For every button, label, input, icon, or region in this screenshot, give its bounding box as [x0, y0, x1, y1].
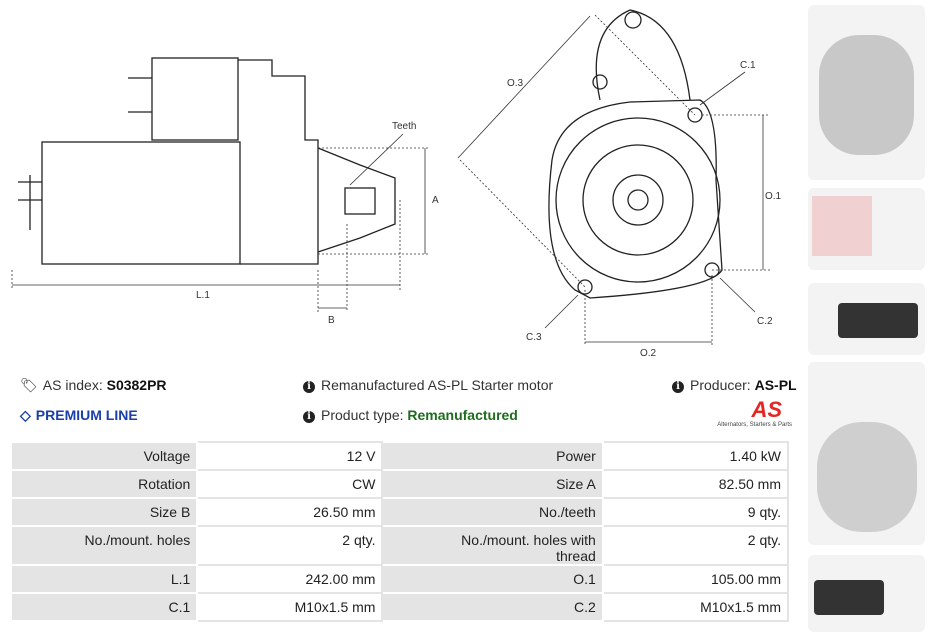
premium-line-badge[interactable]: ◇PREMIUM LINE [20, 407, 138, 423]
spec-label: Rotation [9, 469, 199, 499]
product-photo-side[interactable] [808, 283, 925, 355]
tag-icon: 🏷︎ [20, 377, 38, 393]
product-photo-side-2[interactable] [808, 555, 925, 632]
spec-value: M10x1.5 mm [601, 592, 790, 622]
label-c2: C.2 [757, 316, 773, 327]
technical-drawing: Teeth A L.1 B O.3 C.1 O.1 C.2 C.3 O.2 [11, 9, 782, 359]
label-o1: O.1 [765, 191, 782, 202]
spec-value: 2 qty. [196, 525, 384, 566]
label-o2: O.2 [640, 348, 657, 359]
product-photo-box[interactable] [808, 188, 925, 270]
spec-label: No./mount. holes with thread [381, 525, 604, 566]
spec-label: C.1 [9, 592, 199, 622]
info-icon: i [303, 381, 315, 393]
producer-value: AS-PL [754, 377, 797, 393]
spec-value: 1.40 kW [601, 441, 790, 471]
label-teeth: Teeth [392, 121, 416, 132]
spec-label: Voltage [9, 441, 199, 471]
side-view-drawing [18, 57, 396, 265]
spec-value: 2 qty. [601, 525, 790, 566]
label-b: B [328, 315, 335, 326]
as-pl-logo[interactable]: AS Alternators, Starters & Parts [717, 397, 792, 429]
product-photo-flange[interactable] [808, 362, 925, 545]
info-icon: i [303, 411, 315, 423]
spec-label: Size B [9, 497, 199, 527]
spec-label: L.1 [9, 564, 199, 594]
product-photo-front[interactable] [808, 5, 925, 180]
info-icon: i [672, 381, 684, 393]
label-c3: C.3 [526, 332, 542, 343]
spec-value: 105.00 mm [601, 564, 790, 594]
diamond-icon: ◇ [20, 407, 31, 423]
spec-value: M10x1.5 mm [196, 592, 384, 622]
spec-value: 26.50 mm [196, 497, 384, 527]
spec-label: No./teeth [381, 497, 604, 527]
label-a: A [432, 195, 439, 206]
spec-value: 82.50 mm [601, 469, 790, 499]
spec-label: No./mount. holes [9, 525, 199, 566]
spec-label: Power [381, 441, 604, 471]
spec-label: C.2 [381, 592, 604, 622]
label-l1: L.1 [196, 290, 210, 301]
spec-label: O.1 [381, 564, 604, 594]
spec-value: 9 qty. [601, 497, 790, 527]
product-type-value: Remanufactured [407, 407, 518, 423]
spec-value: 12 V [196, 441, 384, 471]
front-view-drawing [548, 9, 723, 299]
label-c1: C.1 [740, 60, 756, 71]
spec-label: Size A [381, 469, 604, 499]
spec-value: CW [196, 469, 384, 499]
label-o3: O.3 [507, 78, 524, 89]
as-index-value: S0382PR [106, 377, 167, 393]
as-index: 🏷︎AS index: S0382PR [20, 377, 167, 393]
spec-value: 242.00 mm [196, 564, 384, 594]
